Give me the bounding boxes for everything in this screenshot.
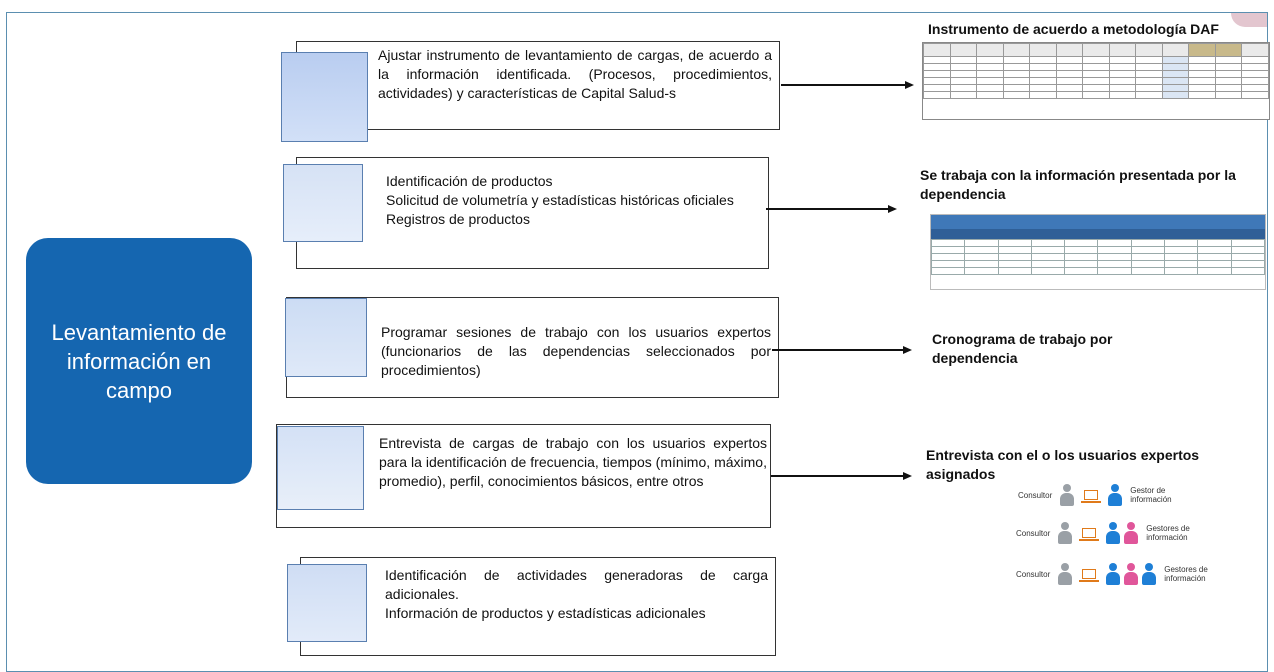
gestores-label: Gestores de información: [1146, 524, 1190, 542]
output-2-table-thumbnail: [930, 214, 1266, 290]
legend-row-2: Consultor Gestores de información: [1016, 522, 1206, 544]
step-3-box: [286, 297, 779, 398]
corner-decoration: [1231, 13, 1267, 27]
step-2-box: [296, 157, 769, 269]
step-4-square: [277, 426, 364, 510]
consultor-label: Consultor: [1018, 490, 1053, 500]
output-4-title: Entrevista con el o los usuarios experto…: [926, 447, 1200, 482]
step-1-text: Ajustar instrumento de levantamiento de …: [378, 47, 772, 101]
person-blue-icon: [1106, 522, 1121, 544]
output-3-title: Cronograma de trabajo por dependencia: [932, 331, 1113, 366]
step-2-text: Identificación de productos Solicitud de…: [386, 173, 734, 227]
arrow-1: [781, 84, 907, 86]
consultor-icon: [1058, 522, 1073, 544]
step-3-square: [285, 298, 367, 377]
person-pink-icon: [1124, 563, 1139, 585]
consultor-label: Consultor: [1016, 528, 1051, 538]
person-blue-icon: [1142, 563, 1157, 585]
output-1-table-thumbnail: [922, 42, 1270, 120]
step-3-text: Programar sesiones de trabajo con los us…: [381, 324, 771, 378]
step-2-square: [283, 164, 363, 242]
person-blue-icon: [1106, 563, 1121, 585]
arrow-3: [772, 349, 905, 351]
step-4-text: Entrevista de cargas de trabajo con los …: [379, 435, 767, 489]
person-pink-icon: [1124, 522, 1139, 544]
arrow-1-head: [905, 81, 914, 89]
laptop-icon: [1081, 490, 1102, 503]
main-process-label: Levantamiento de información en campo: [51, 319, 227, 403]
main-process-box: Levantamiento de información en campo: [26, 238, 252, 484]
legend-row-1: Consultor Gestor de información: [1018, 484, 1190, 506]
laptop-icon: [1079, 569, 1100, 582]
step-1-box: [296, 41, 780, 130]
consultor-label: Consultor: [1016, 569, 1051, 579]
consultor-icon: [1060, 484, 1075, 506]
gestor-label: Gestor de información: [1130, 486, 1172, 504]
laptop-icon: [1079, 528, 1100, 541]
gestores-label: Gestores de información: [1164, 565, 1208, 583]
step-5-box: [300, 557, 776, 656]
step-5-text: Identificación de actividades generadora…: [385, 567, 768, 621]
arrow-3-head: [903, 346, 912, 354]
output-1-title: Instrumento de acuerdo a metodología DAF: [928, 21, 1219, 37]
step-5-square: [287, 564, 367, 642]
person-blue-icon: [1108, 484, 1123, 506]
legend-row-3: Consultor Gestores de información: [1016, 563, 1224, 585]
arrow-2-head: [888, 205, 897, 213]
arrow-4-head: [903, 472, 912, 480]
consultor-icon: [1058, 563, 1073, 585]
output-2-title: Se trabaja con la información presentada…: [920, 167, 1236, 202]
arrow-4: [771, 475, 905, 477]
arrow-2: [766, 208, 890, 210]
step-1-square: [281, 52, 368, 142]
